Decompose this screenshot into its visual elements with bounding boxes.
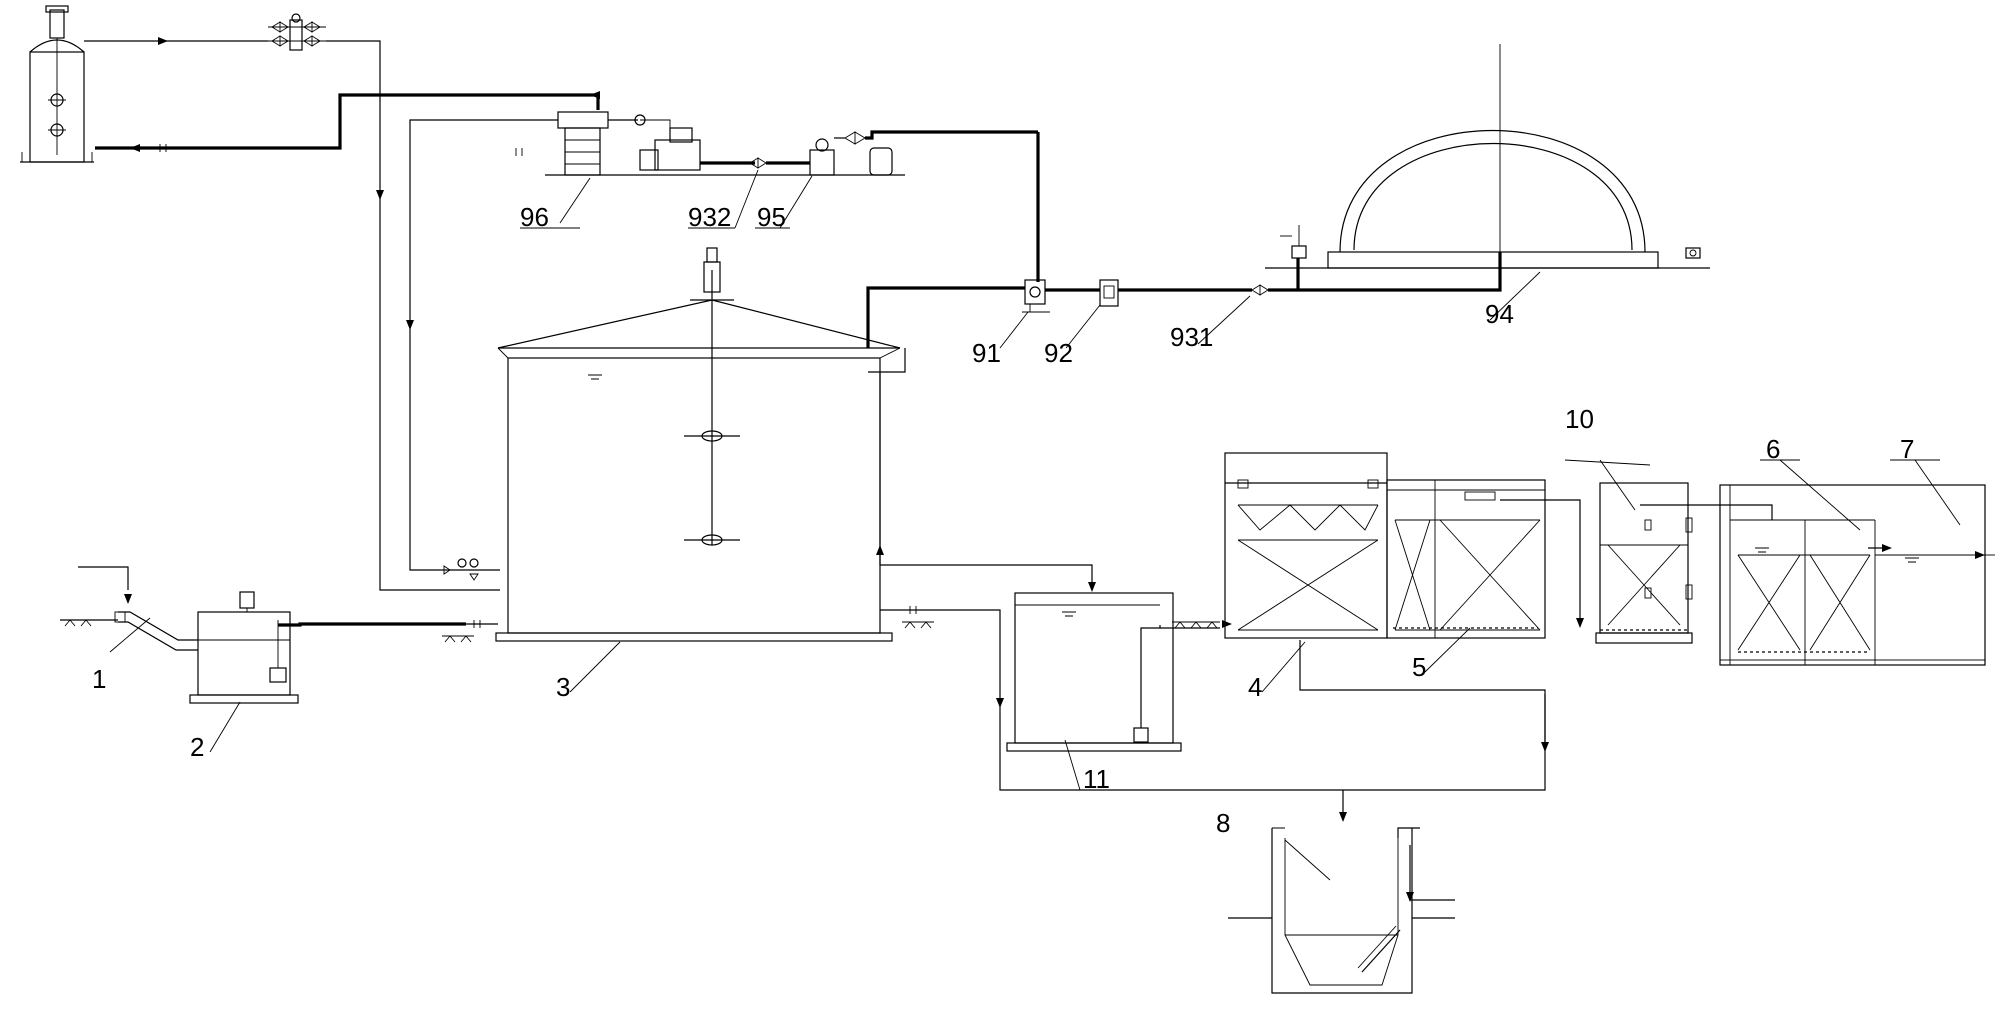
return-line-to-vessel (95, 93, 600, 150)
label-932: 932 (688, 202, 731, 232)
top-left-vessel (20, 5, 94, 163)
label-4: 4 (1248, 672, 1262, 702)
overflow-line-to-11 (879, 372, 1093, 590)
label-8: 8 (1216, 808, 1230, 838)
label-6: 6 (1766, 434, 1780, 464)
label-931: 931 (1170, 322, 1213, 352)
label-5: 5 (1412, 652, 1426, 682)
label-96: 96 (520, 202, 549, 232)
reactor-4 (1224, 452, 1388, 639)
tank-10 (1595, 482, 1693, 644)
pump-well-2 (189, 591, 299, 704)
sludge-tank-8 (1228, 827, 1455, 994)
label-95: 95 (757, 202, 786, 232)
inlet-channel-1 (60, 566, 198, 651)
biogas-line-to-94 (1268, 252, 1502, 292)
tanks-6-7 (1719, 484, 1995, 666)
booster-equipment-row (545, 111, 1038, 176)
label-2: 2 (190, 732, 204, 762)
label-7: 7 (1900, 434, 1914, 464)
tank-5 (1386, 479, 1546, 639)
label-3: 3 (556, 672, 570, 702)
desulfurizer-91 (1022, 279, 1050, 313)
top-valve-assembly (268, 13, 326, 51)
gas-holder-94 (1265, 44, 1710, 269)
digester-tank-3 (495, 247, 901, 642)
gas-line-down (379, 200, 500, 591)
tank-11 (1006, 592, 1232, 752)
label-91: 91 (972, 338, 1001, 368)
label-94: 94 (1485, 299, 1514, 329)
meter-92 (1099, 279, 1119, 307)
label-11: 11 (1083, 764, 1110, 794)
label-1: 1 (92, 664, 106, 694)
label-92: 92 (1044, 338, 1073, 368)
label-10: 10 (1565, 404, 1594, 434)
